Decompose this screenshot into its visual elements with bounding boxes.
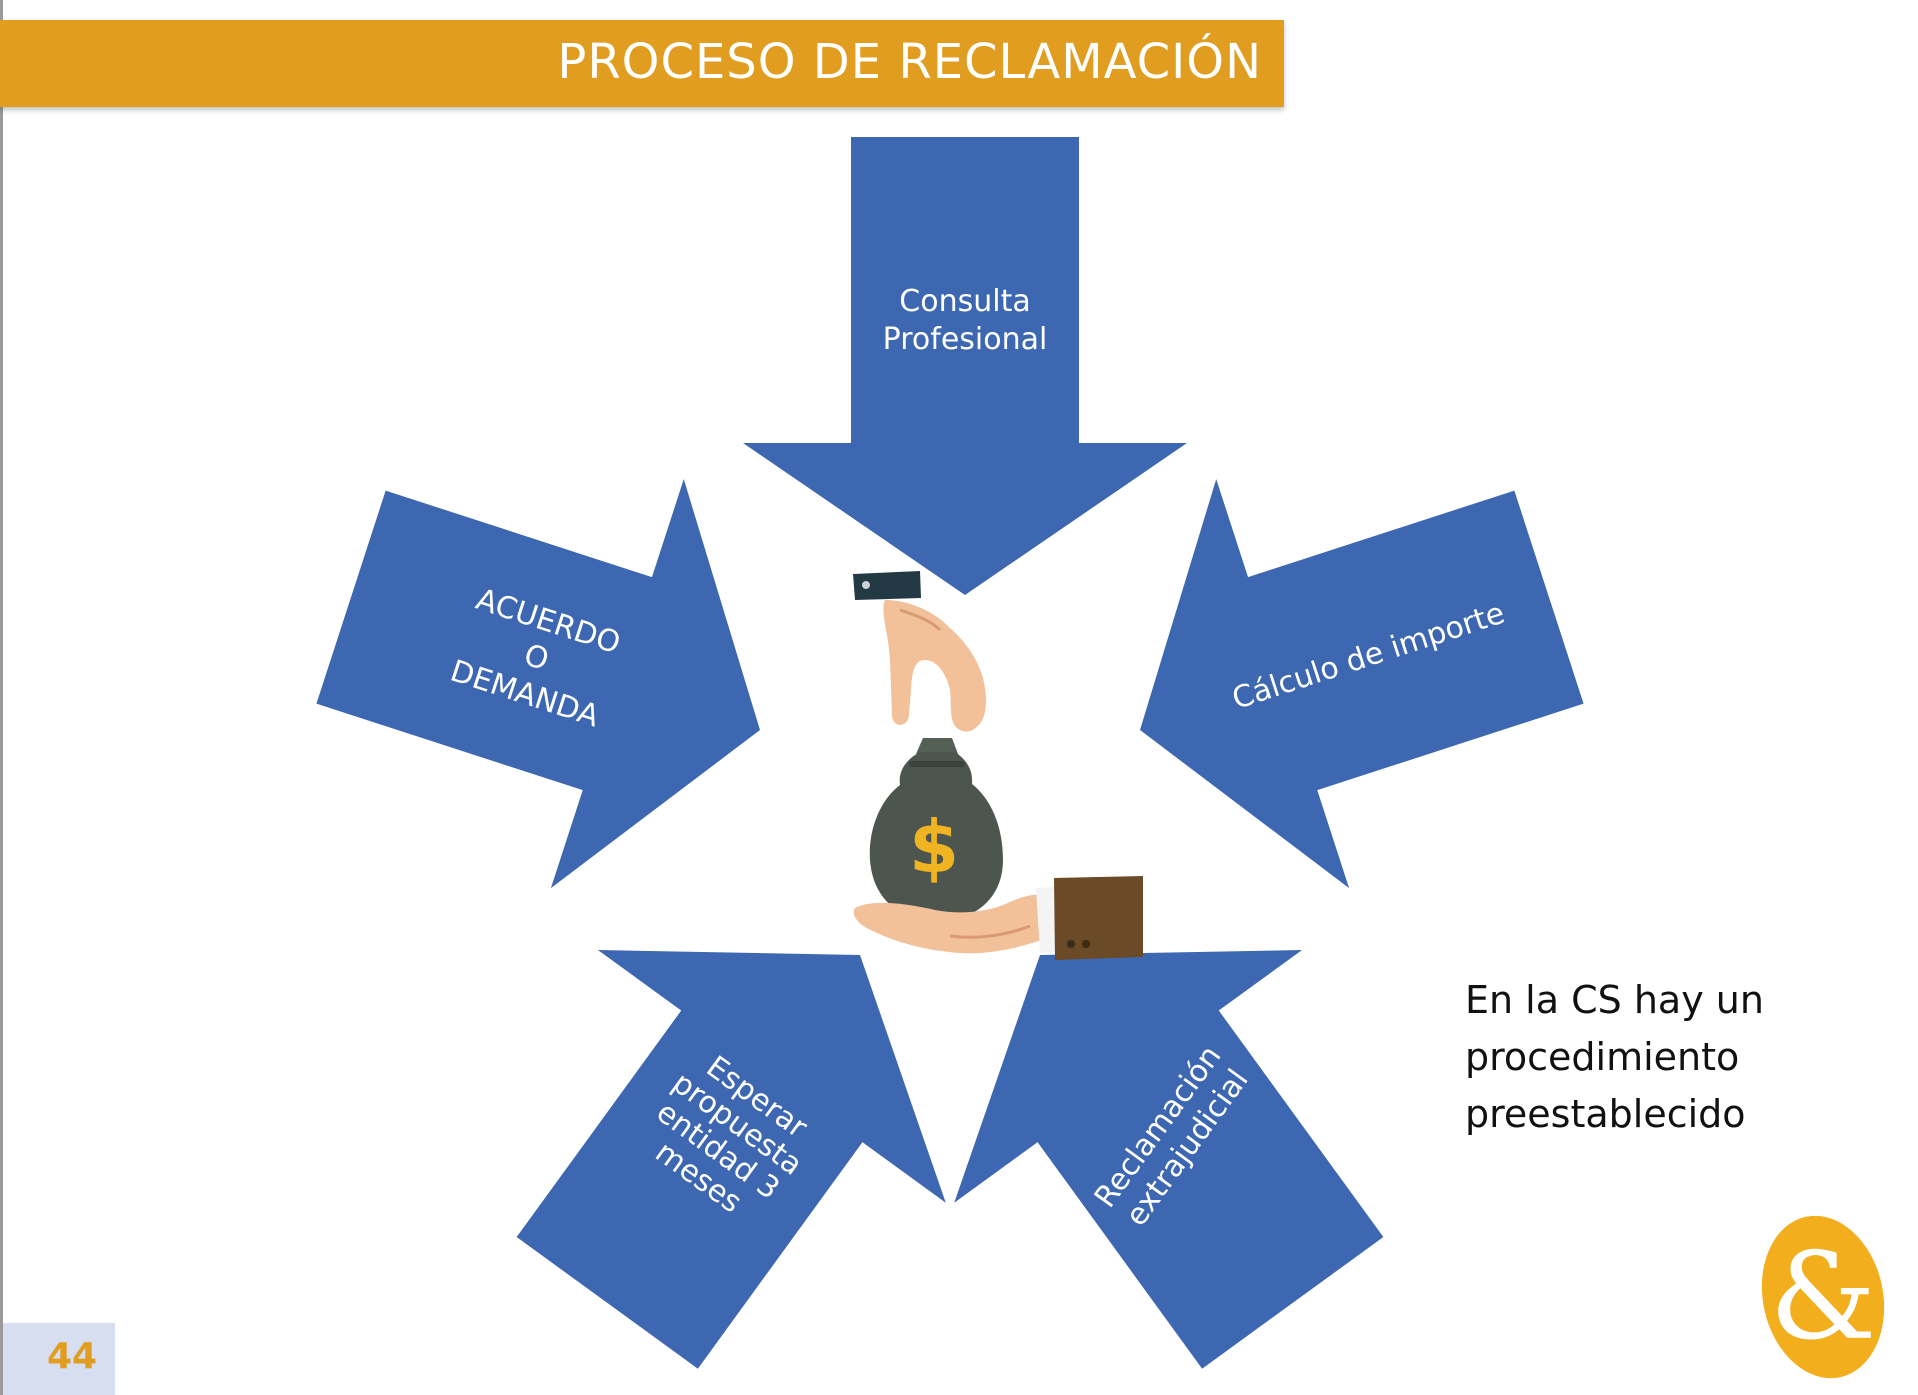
arrow-shape bbox=[743, 137, 1187, 595]
arrow-shape bbox=[1140, 479, 1584, 889]
note-line: preestablecido bbox=[1465, 1092, 1746, 1136]
page-number: 44 bbox=[47, 1336, 98, 1377]
note-line: En la CS hay un bbox=[1465, 978, 1764, 1022]
arrow-shape bbox=[316, 479, 760, 889]
arrow-label: Profesional bbox=[883, 322, 1048, 357]
note-line: procedimiento bbox=[1465, 1035, 1740, 1079]
money-bag-exchange-icon: $ bbox=[853, 571, 1143, 960]
svg-text:$: $ bbox=[909, 805, 959, 889]
arrow-shape bbox=[516, 949, 946, 1369]
slide-left-border bbox=[0, 0, 3, 1395]
page-number-box: 44 bbox=[3, 1323, 115, 1395]
ampersand-logo-icon: & bbox=[1761, 1215, 1885, 1379]
svg-text:&: & bbox=[1770, 1228, 1877, 1367]
title-bar: PROCESO DE RECLAMACIÓN bbox=[0, 20, 1284, 107]
arrow-shape bbox=[954, 949, 1384, 1369]
slide-title: PROCESO DE RECLAMACIÓN bbox=[557, 34, 1262, 90]
note-text: En la CS hay un procedimiento preestable… bbox=[1465, 972, 1764, 1143]
arrow-label: Consulta bbox=[899, 284, 1030, 319]
arrow-calculo: Cálculo de importe bbox=[1140, 479, 1584, 889]
